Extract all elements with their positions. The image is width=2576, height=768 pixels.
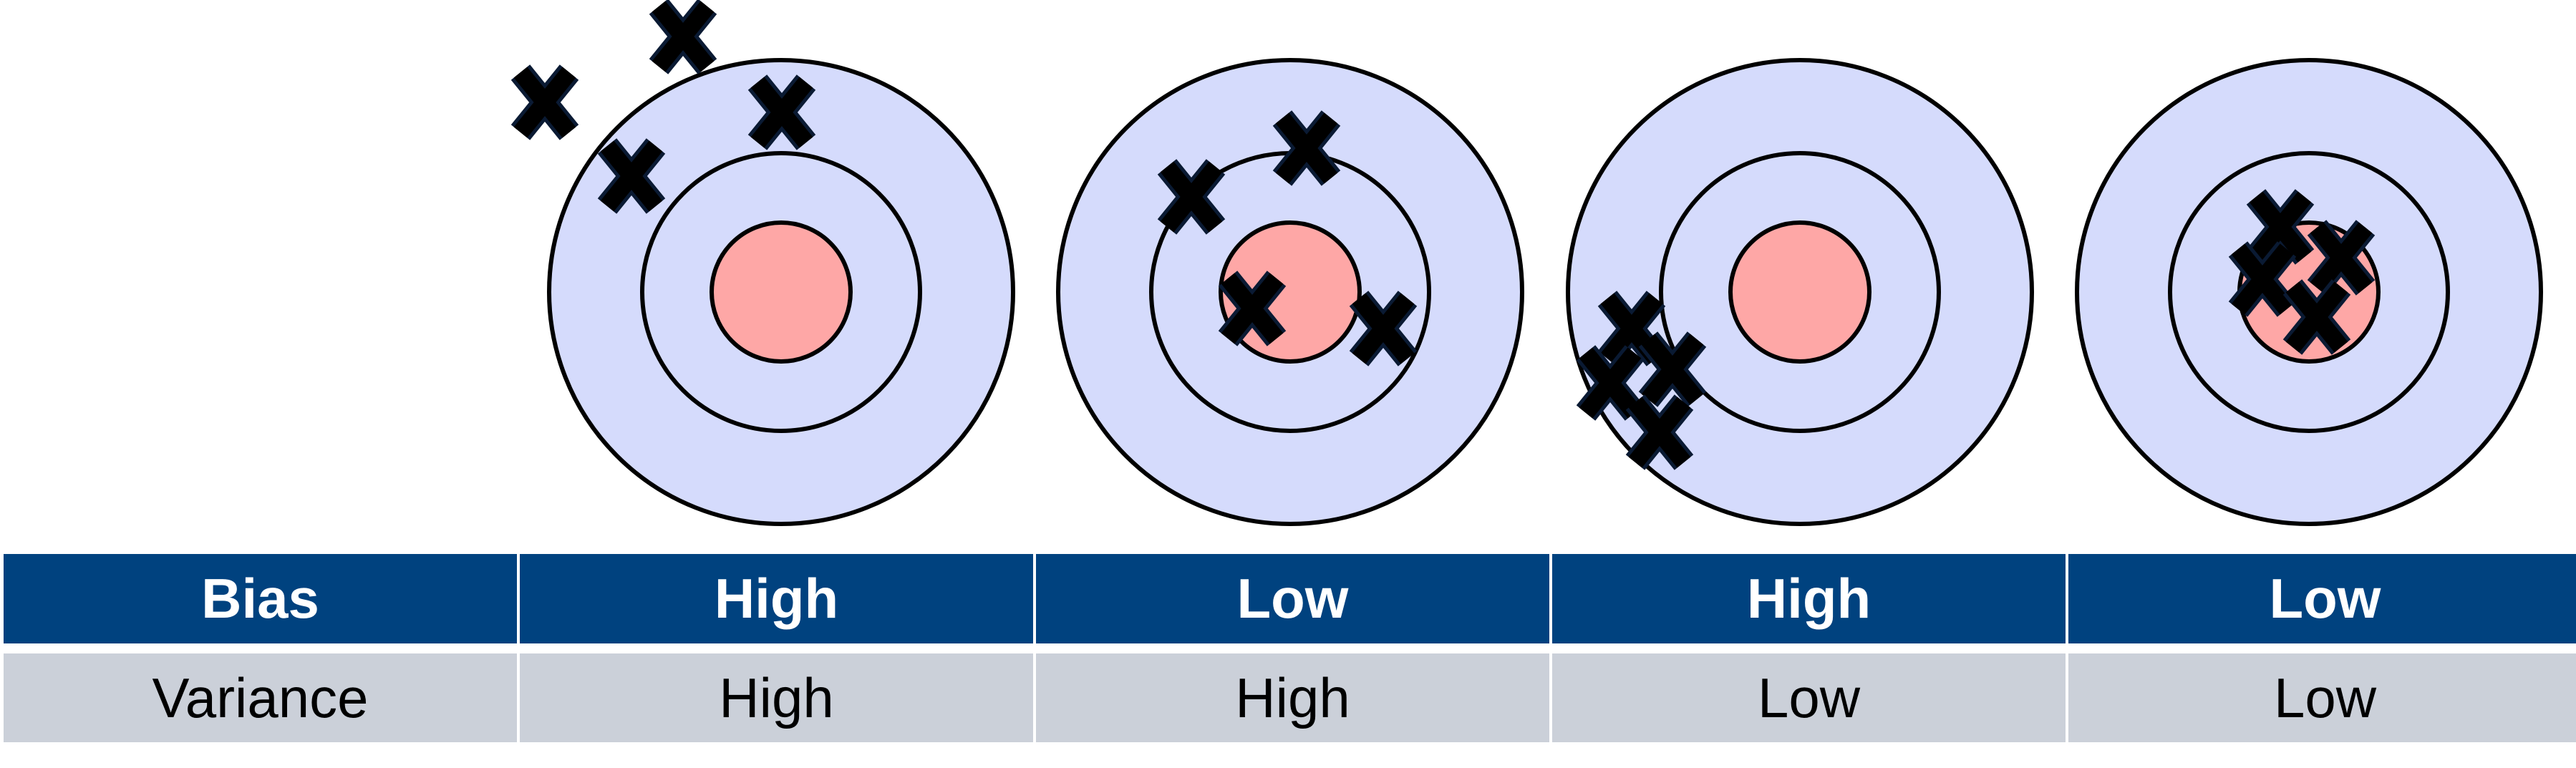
hit-x-fill <box>2285 281 2348 353</box>
hit-x-icon <box>2282 279 2351 355</box>
bias-value-cell: Low <box>1036 554 1549 643</box>
hit-x-icon <box>747 74 816 150</box>
hit-x-icon <box>1272 110 1341 186</box>
bullseye <box>1728 220 1872 364</box>
variance-value-cell: Low <box>1552 653 2066 742</box>
bias-value-cell: High <box>1552 554 2066 643</box>
hit-x-fill <box>513 67 576 138</box>
hit-x-icon <box>510 64 579 140</box>
hit-x-fill <box>1275 112 1338 184</box>
variance-row: Variance High High Low Low <box>4 653 2576 742</box>
hit-x-icon <box>2307 220 2376 296</box>
hit-x-icon <box>597 138 666 214</box>
bias-value-cell: High <box>520 554 1033 643</box>
hit-x-icon <box>2228 241 2297 317</box>
hit-x-fill <box>652 1 715 72</box>
hit-x-fill <box>1352 293 1415 364</box>
hit-x-icon <box>1157 159 1226 235</box>
hit-x-icon <box>1349 291 1418 366</box>
variance-value-cell: High <box>1036 653 1549 742</box>
hit-x-fill <box>1221 273 1284 344</box>
hit-x-icon <box>2246 189 2315 265</box>
hit-x-icon <box>1625 394 1694 470</box>
variance-header-cell: Variance <box>4 653 517 742</box>
hit-x-fill <box>600 140 663 212</box>
hit-x-fill <box>1160 161 1223 233</box>
hit-x-fill <box>2310 222 2373 293</box>
bias-value-cell: Low <box>2068 554 2576 643</box>
bias-header-cell: Bias <box>4 554 517 643</box>
bullseye <box>710 220 853 364</box>
variance-value-cell: Low <box>2068 653 2576 742</box>
hit-x-icon <box>1218 271 1287 346</box>
bias-row: Bias High Low High Low <box>4 554 2576 643</box>
hit-x-fill <box>2231 243 2294 315</box>
hit-x-icon <box>649 0 717 74</box>
variance-value-cell: High <box>520 653 1033 742</box>
hit-x-icon <box>1638 331 1707 407</box>
target-1 <box>547 58 1015 526</box>
hit-x-fill <box>1628 397 1691 468</box>
hit-x-fill <box>2249 191 2312 263</box>
hit-x-fill <box>1579 347 1642 419</box>
hit-x-icon <box>1576 345 1645 421</box>
target-diagrams <box>510 0 2543 526</box>
hit-x-fill <box>1641 334 1704 405</box>
hit-x-fill <box>750 77 813 148</box>
